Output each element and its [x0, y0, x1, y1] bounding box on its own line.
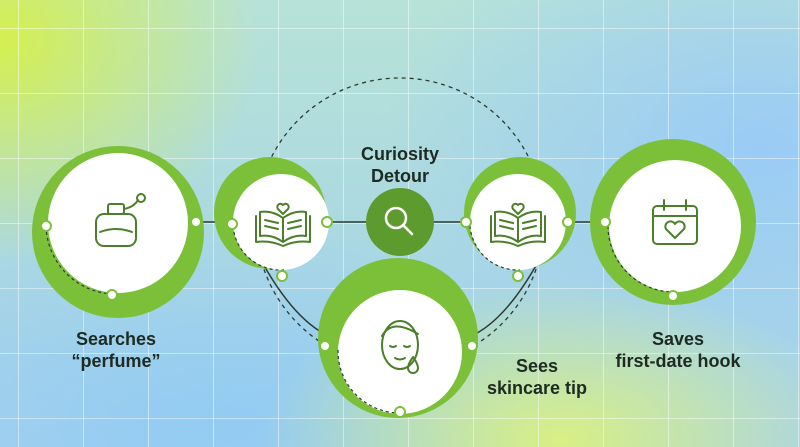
open-book-heart-icon [490, 202, 546, 247]
label-skincare-line2: skincare tip [486, 378, 588, 398]
label-searches-line2: “perfume” [71, 351, 161, 371]
node-curiosity [366, 188, 434, 256]
node-book-right [460, 157, 576, 282]
perfume-bottle-icon [95, 193, 146, 247]
label-saves-line1: Saves [651, 329, 705, 349]
label-skincare: Sees skincare tip [474, 355, 600, 399]
calendar-heart-icon [652, 199, 698, 245]
node-saves [590, 139, 756, 305]
open-book-heart-icon [255, 202, 311, 247]
label-searches-line1: Searches [75, 329, 157, 349]
label-searches: Searches “perfume” [52, 328, 180, 372]
label-skincare-line1: Sees [515, 356, 559, 376]
face-droplet-icon [381, 320, 419, 374]
magnifier-icon [384, 206, 414, 236]
label-curiosity-line1: Curiosity [360, 144, 439, 164]
label-saves-line2: first-date hook [615, 351, 741, 371]
label-saves: Saves first-date hook [598, 328, 758, 372]
node-skincare [318, 258, 478, 418]
node-book-left [214, 157, 333, 282]
node-searches [32, 146, 204, 318]
label-curiosity: Curiosity Detour [340, 143, 460, 187]
label-curiosity-line2: Detour [371, 166, 429, 186]
